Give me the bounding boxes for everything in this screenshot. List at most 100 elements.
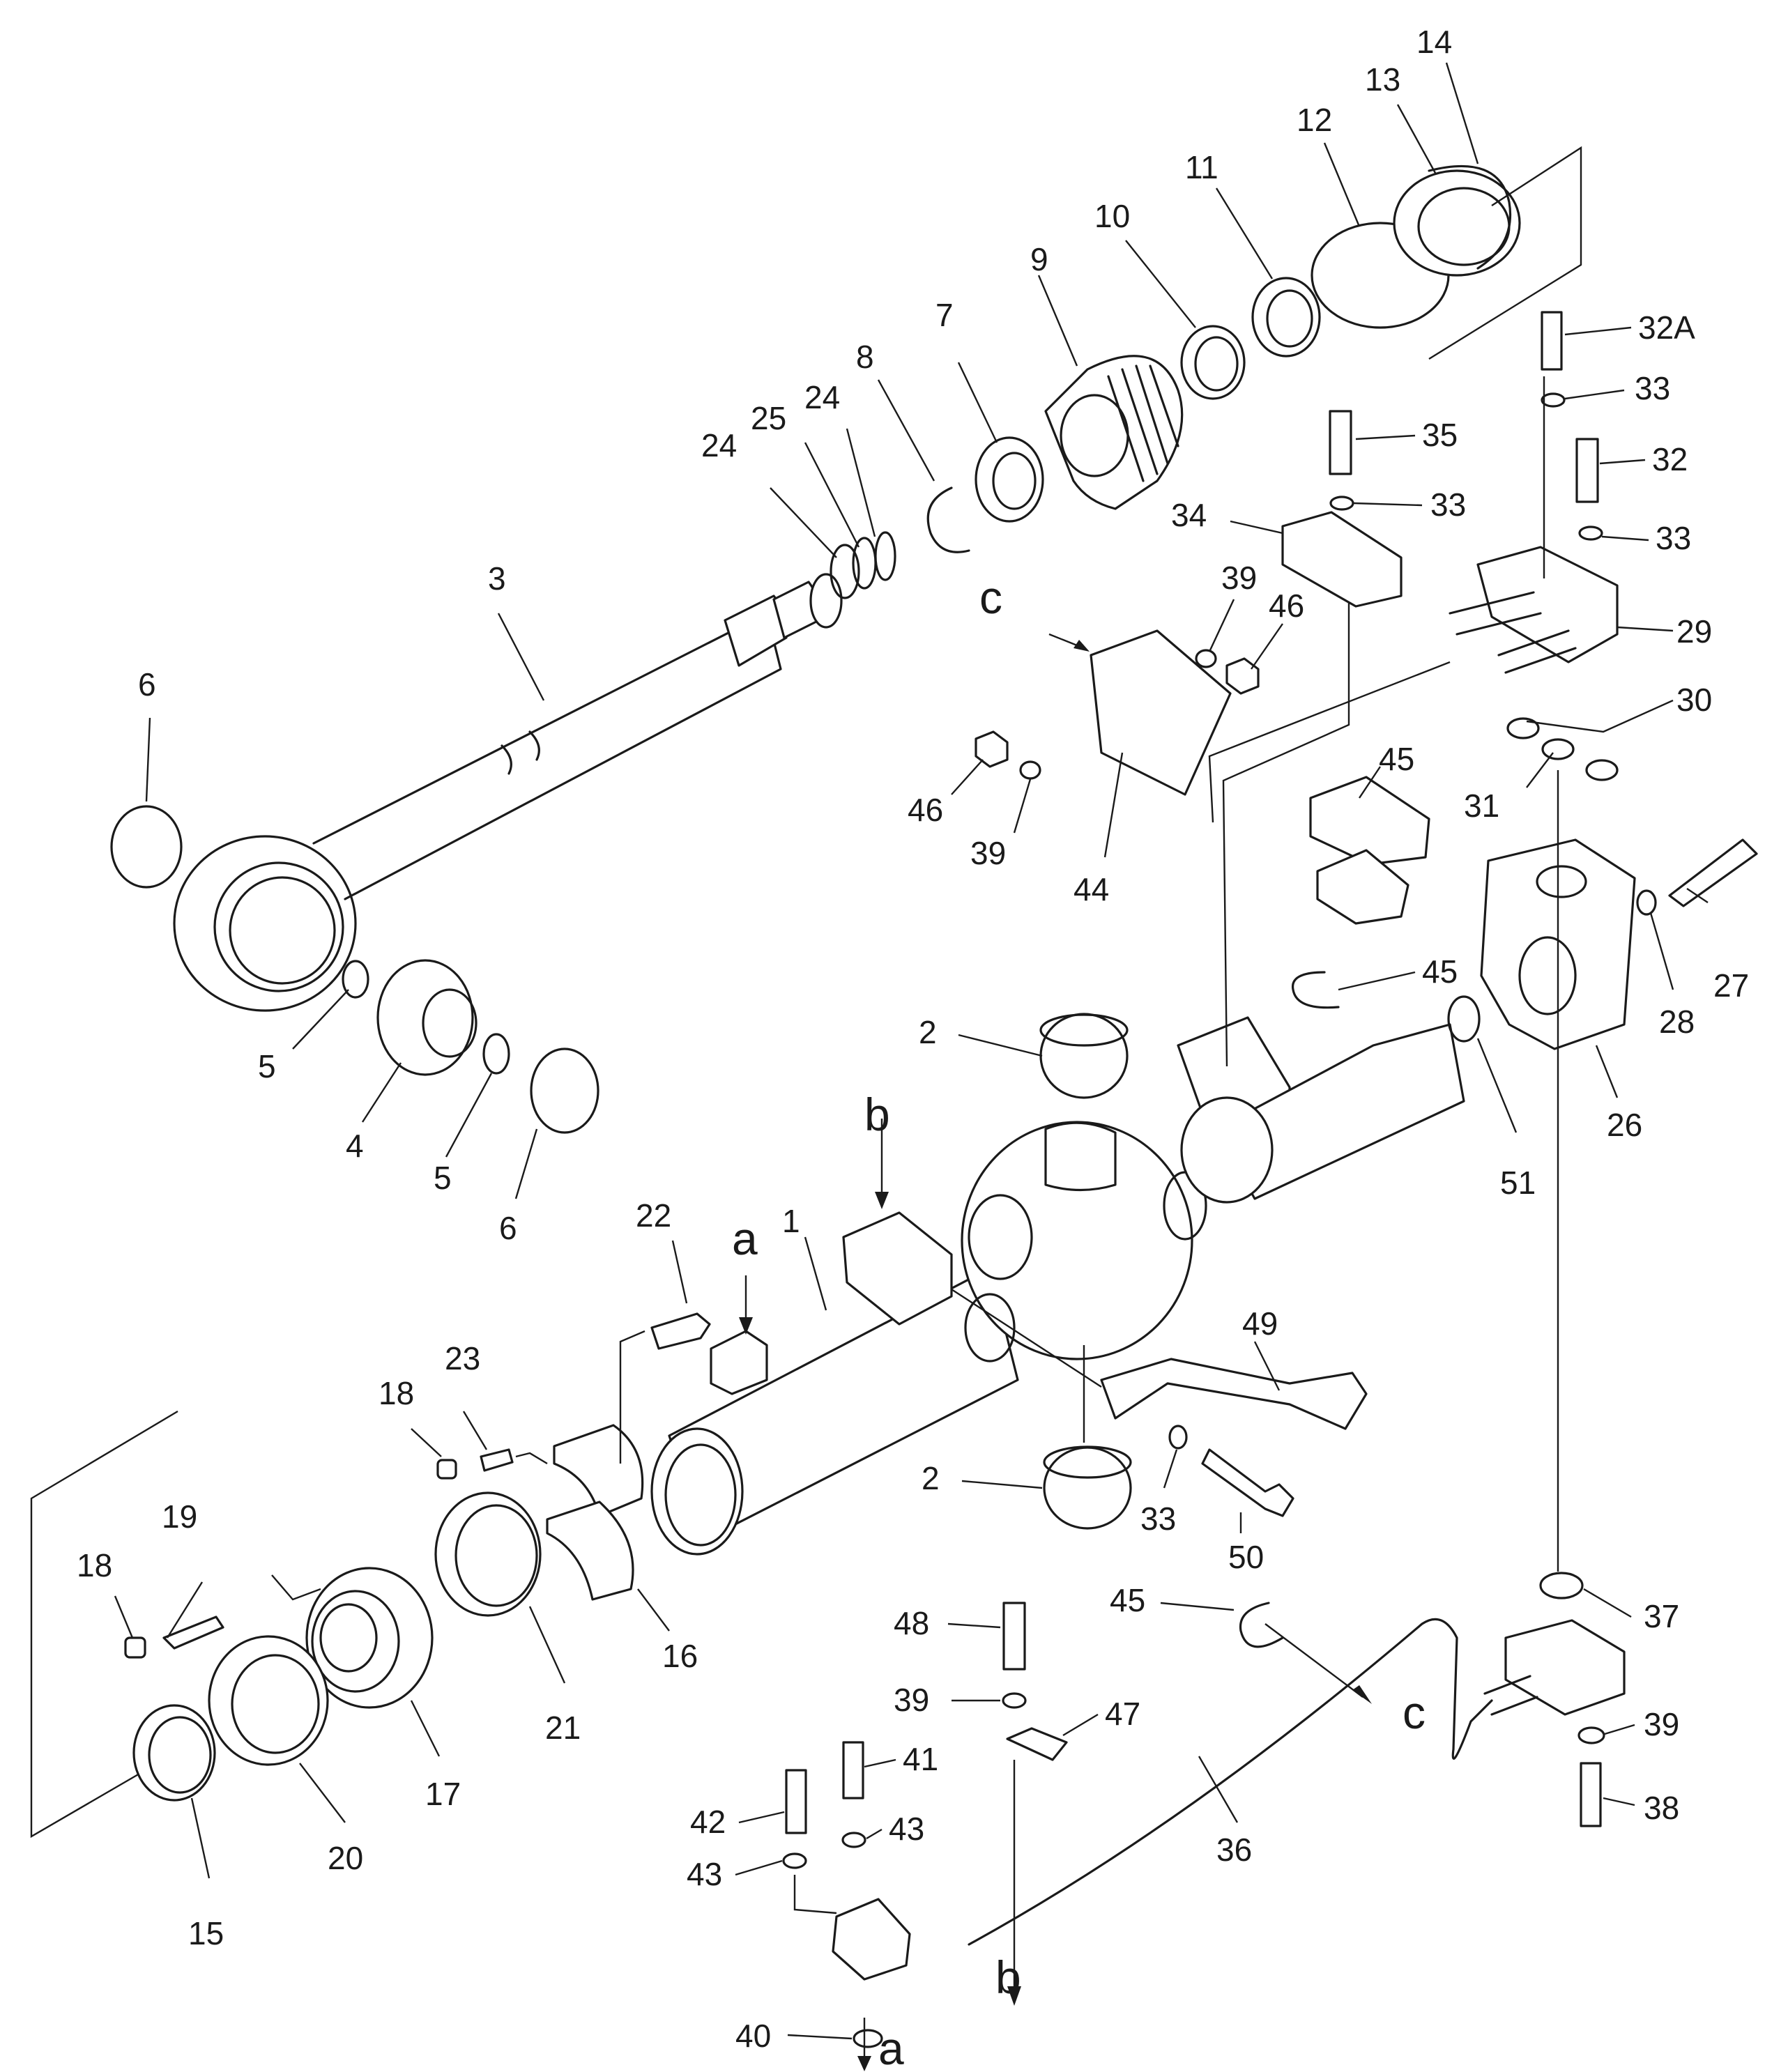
wear-ring-21-inner	[454, 1504, 538, 1607]
leader-46b	[951, 759, 984, 795]
port-block-a	[710, 1330, 768, 1395]
bushing-7-bore	[992, 452, 1037, 510]
alignment-lines	[271, 376, 1559, 2063]
leader-21	[528, 1606, 566, 1684]
backup-ring-24-a	[830, 544, 860, 599]
trunnion-top-boss	[1044, 1121, 1117, 1192]
align-43	[793, 1875, 837, 1914]
group-boundary-top	[1428, 146, 1582, 360]
callout-32: 32	[1652, 441, 1688, 477]
piston-seal-20	[208, 1635, 329, 1766]
backup-ring-13	[1393, 169, 1521, 277]
leader-12	[1323, 142, 1361, 227]
o-ring-37	[1539, 1572, 1584, 1599]
leader-33a	[1564, 389, 1625, 400]
callout-33-c: 33	[1656, 520, 1691, 556]
o-ring-5-right	[482, 1033, 510, 1075]
callout-16: 16	[662, 1638, 698, 1674]
callout-5-right: 5	[434, 1160, 452, 1196]
leader-42	[738, 1811, 785, 1824]
split-flange-45-lower	[1316, 849, 1409, 925]
bolt-38	[1580, 1762, 1602, 1827]
rod-eye-outer	[173, 835, 357, 1012]
cylinder-head-9	[1044, 355, 1184, 510]
callout-32A: 32A	[1638, 309, 1695, 346]
callout-6-left: 6	[138, 666, 156, 703]
callout-36: 36	[1216, 1832, 1252, 1868]
callout-47: 47	[1105, 1696, 1140, 1732]
piston-assembly	[30, 1312, 711, 1839]
callout-7: 7	[935, 297, 954, 333]
leader-11	[1215, 187, 1274, 279]
leader-49	[1253, 1341, 1281, 1391]
washer-33-d	[1168, 1425, 1188, 1450]
callout-45-top: 45	[1379, 741, 1414, 777]
group-boundary-left	[30, 1410, 178, 1839]
callout-10: 10	[1094, 198, 1130, 234]
bolt-22	[650, 1312, 711, 1350]
callout-30: 30	[1676, 682, 1712, 718]
callout-27: 27	[1713, 967, 1749, 1004]
arrowhead-b-lower	[1007, 1986, 1021, 2006]
leader-18b	[114, 1595, 134, 1639]
plug-18-lower	[124, 1636, 146, 1659]
callout-29: 29	[1676, 613, 1712, 650]
tube-36	[968, 1618, 1493, 1946]
callout-43-a: 43	[889, 1811, 924, 1847]
view-letter-c-bottom: c	[1403, 1687, 1426, 1738]
leader-45a	[1359, 766, 1381, 799]
callout-34: 34	[1171, 497, 1207, 533]
view-letter-b-top: b	[864, 1089, 890, 1140]
piston-seal-20-inner	[231, 1654, 320, 1754]
callout-13: 13	[1365, 61, 1400, 98]
flange-29	[1476, 546, 1619, 663]
callout-4: 4	[346, 1128, 364, 1164]
fitting-tube	[1483, 1675, 1538, 1716]
callout-48: 48	[894, 1605, 929, 1641]
callout-2-top: 2	[919, 1014, 937, 1050]
leader-10	[1125, 240, 1196, 328]
snap-ring-8	[926, 486, 970, 553]
leader-46a	[1251, 623, 1283, 670]
plate-44	[1090, 629, 1232, 796]
leader-51	[1476, 1038, 1518, 1133]
callout-26: 26	[1607, 1107, 1642, 1143]
callout-44: 44	[1073, 871, 1109, 907]
arrowhead-a-lower	[857, 2056, 871, 2071]
callout-18-lower: 18	[77, 1547, 112, 1583]
rod-break-mark	[501, 730, 540, 775]
callout-11: 11	[1185, 149, 1218, 185]
align-23	[515, 1452, 548, 1465]
bushing-2-top	[1039, 1013, 1129, 1099]
leader-6b	[514, 1128, 538, 1199]
nut-46-a	[1225, 657, 1260, 695]
leader-40	[787, 2034, 853, 2040]
leader-32	[1599, 459, 1646, 465]
wear-ring-11	[1251, 277, 1321, 358]
leader-33d	[1163, 1449, 1178, 1489]
pin-19	[162, 1616, 224, 1650]
cylinder-rear-end	[1180, 1096, 1274, 1204]
cylinder-tube-assembly	[650, 995, 1481, 1556]
arrowhead-c-lower	[1352, 1685, 1372, 1704]
leader-32A	[1564, 326, 1632, 336]
callout-33-b: 33	[1430, 486, 1466, 523]
leader-2a	[958, 1034, 1043, 1057]
piston-rod	[312, 612, 782, 900]
callout-50: 50	[1228, 1539, 1264, 1575]
callout-49: 49	[1242, 1305, 1278, 1342]
leader-5a	[292, 989, 349, 1050]
callout-3: 3	[488, 560, 506, 597]
leader-33c	[1601, 535, 1649, 542]
callout-33-a: 33	[1635, 370, 1670, 406]
bushing-2-bottom	[1043, 1446, 1132, 1530]
o-ring-14	[1428, 164, 1512, 270]
callout-42: 42	[690, 1804, 726, 1840]
trunnion-left-port	[968, 1194, 1033, 1280]
set-screw-23	[480, 1448, 514, 1472]
bolt-32	[1575, 438, 1599, 503]
leader-48	[947, 1622, 1001, 1629]
callout-21: 21	[545, 1710, 581, 1746]
leader-35	[1355, 434, 1416, 440]
